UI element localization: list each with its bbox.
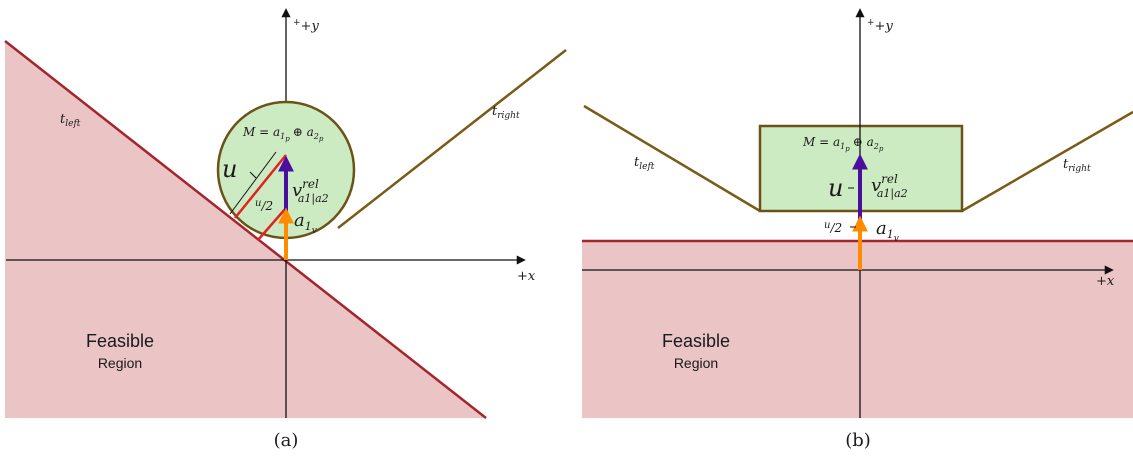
panel-b-a1v-label: a1v — [876, 218, 899, 244]
panel-b-t-right-arrow — [1057, 145, 1077, 157]
panel-a: ++y +x tleft tright M = a1p⊕ a2p u u/2 v… — [4, 8, 567, 451]
panel-b-feasible-region — [582, 241, 1133, 418]
panel-a-constraint-line — [4, 40, 487, 419]
panel-b-y-axis-label: ++y — [867, 18, 893, 34]
panel-b-minkowski-label: M = a1p⊕ a2p — [802, 135, 884, 153]
panel-b-caption: (b) — [845, 430, 871, 451]
panel-b-feasible-line2: Region — [674, 355, 718, 371]
panel-b-u-half-label: u/2 — [824, 220, 842, 235]
panel-b: ++y +x tleft tright M = a1p⊕ a2p u u/2 v… — [582, 8, 1133, 451]
panel-b-x-axis-label: +x — [1096, 274, 1115, 289]
panel-b-t-left-label: tleft — [634, 155, 655, 172]
panel-b-u-label: u — [828, 174, 843, 202]
panel-a-t-left-label: tleft — [60, 112, 81, 129]
panel-b-t-left-arrow — [661, 151, 681, 164]
panel-a-vo-right-leg — [337, 49, 567, 229]
panel-b-feasible-line1: Feasible — [662, 331, 730, 351]
panel-a-y-axis-label: ++y — [293, 18, 319, 34]
panel-a-u-bracket — [229, 151, 277, 215]
panel-b-vo-left-leg — [583, 104, 761, 213]
panel-b-t-right-label: tright — [1063, 157, 1091, 174]
panel-a-feasible-line2: Region — [98, 355, 142, 371]
panel-b-vo-right-leg — [961, 110, 1133, 213]
panel-a-u-label: u — [222, 155, 237, 183]
panel-a-t-right-label: tright — [492, 104, 520, 121]
panel-a-u-vector — [234, 154, 287, 219]
panel-a-x-axis-label: +x — [517, 269, 536, 284]
panel-a-minkowski-label: M = a1p⊕ a2p — [242, 125, 324, 143]
panel-a-feasible-line1: Feasible — [86, 331, 154, 351]
panel-a-caption: (a) — [274, 430, 299, 451]
panel-a-u-bracket-tick — [249, 171, 257, 179]
panel-a-t-left-arrow — [87, 104, 105, 119]
panel-a-a1v-label: a1v — [294, 210, 317, 236]
panel-a-t-right-arrow — [447, 122, 474, 143]
panel-a-u-half-label: u/2 — [255, 198, 273, 213]
